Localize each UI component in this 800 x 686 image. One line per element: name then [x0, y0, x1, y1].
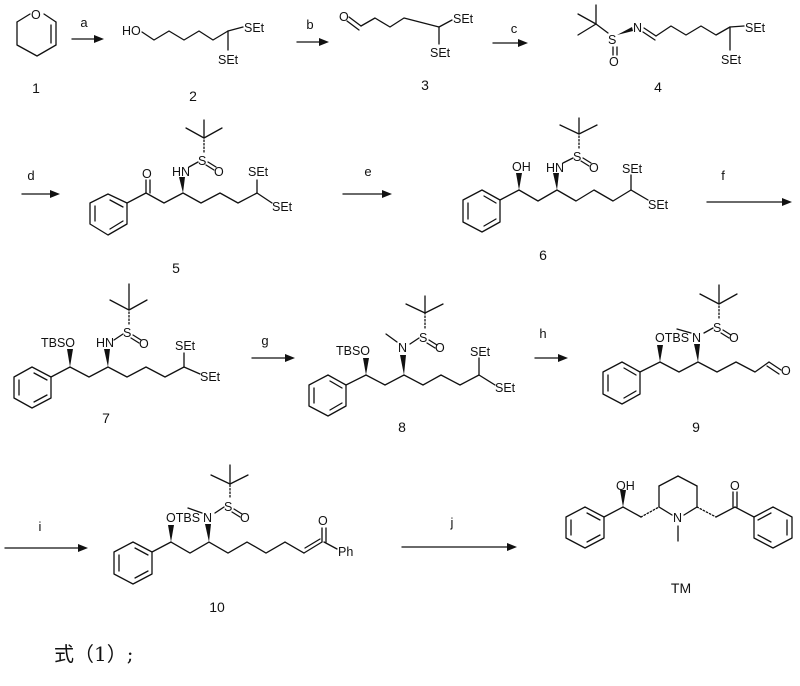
reaction-arrow-j [401, 543, 517, 551]
step-label-d: d [27, 168, 34, 183]
atom-set: SEt [248, 165, 269, 179]
reaction-arrow-d [21, 190, 60, 198]
reaction-arrow-b [296, 38, 329, 46]
atom-set: SEt [721, 53, 742, 67]
compound-8-structure: TBSO N S O SEt SEt [308, 295, 516, 417]
compound-2-structure: HO SEt SEt [122, 21, 265, 67]
reaction-arrow-g [251, 354, 295, 362]
atom-o: O [318, 514, 328, 528]
atom-o: O [730, 479, 740, 493]
compound-label-8: 8 [398, 419, 406, 435]
atom-s: S [224, 500, 232, 514]
step-label-b: b [306, 17, 313, 32]
target-molecule-structure: OH N O [565, 475, 793, 549]
atom-set: SEt [648, 198, 669, 212]
atom-set: SEt [218, 53, 239, 67]
atom-otbs: OTBS [166, 511, 200, 525]
compound-7-structure: TBSO HN S O SEt SEt [13, 283, 221, 409]
compound-label-1: 1 [32, 80, 40, 96]
reaction-arrow-a [71, 35, 104, 43]
atom-set: SEt [622, 162, 643, 176]
compound-4-structure: S N O SEt SEt [577, 4, 766, 69]
atom-set: SEt [175, 339, 196, 353]
atom-o: O [609, 55, 619, 69]
atom-o: O [31, 8, 41, 22]
step-label-c: c [511, 21, 518, 36]
compound-10-structure: OTBS N S O O Ph [113, 464, 353, 585]
atom-set: SEt [430, 46, 451, 60]
compound-label-10: 10 [209, 599, 225, 615]
compound-label-7: 7 [102, 410, 110, 426]
atom-n: N [692, 331, 701, 345]
step-label-j: j [450, 515, 454, 530]
step-label-i: i [39, 519, 42, 534]
atom-oh: OH [512, 160, 531, 174]
reaction-arrow-i [4, 544, 88, 552]
compound-label-9: 9 [692, 419, 700, 435]
atom-set: SEt [244, 21, 265, 35]
compound-3-structure: O SEt SEt [339, 10, 474, 60]
compound-label-2: 2 [189, 88, 197, 104]
compound-1-structure: O [16, 8, 57, 57]
atom-s: S [608, 33, 616, 47]
atom-hn: HN [172, 165, 190, 179]
atom-set: SEt [453, 12, 474, 26]
atom-set: SEt [470, 345, 491, 359]
atom-set: SEt [745, 21, 766, 35]
atom-tbso: TBSO [41, 336, 75, 350]
atom-n: N [633, 21, 642, 35]
compound-label-tm: TM [671, 580, 691, 596]
reaction-arrow-h [534, 354, 568, 362]
compound-label-3: 3 [421, 77, 429, 93]
atom-n: N [673, 511, 682, 525]
atom-o: O [139, 337, 149, 351]
atom-ho: HO [122, 24, 141, 38]
atom-hn: HN [96, 336, 114, 350]
atom-s: S [713, 321, 721, 335]
step-label-h: h [539, 326, 546, 341]
atom-s: S [123, 326, 131, 340]
compound-6-structure: OH HN S O SEt SEt [462, 117, 669, 233]
atom-n: N [398, 341, 407, 355]
atom-o: O [214, 165, 224, 179]
atom-s: S [419, 331, 427, 345]
reaction-arrow-e [342, 190, 392, 198]
step-label-a: a [80, 15, 88, 30]
atom-set: SEt [272, 200, 293, 214]
atom-tbso: TBSO [336, 344, 370, 358]
compound-label-5: 5 [172, 260, 180, 276]
compound-label-4: 4 [654, 79, 662, 95]
atom-o: O [781, 364, 791, 378]
step-label-g: g [261, 333, 268, 348]
step-label-e: e [364, 164, 371, 179]
compound-5-structure: O HN S O SEt SEt [89, 119, 293, 236]
step-label-f: f [721, 168, 725, 183]
atom-n: N [203, 511, 212, 525]
reaction-arrow-c [492, 39, 528, 47]
reaction-arrow-f [706, 198, 792, 206]
atom-oh: OH [616, 479, 635, 493]
atom-s: S [198, 154, 206, 168]
atom-o: O [729, 331, 739, 345]
atom-o: O [589, 161, 599, 175]
formula-caption: 式（1）; [54, 642, 134, 666]
atom-o: O [240, 511, 250, 525]
atom-hn: HN [546, 161, 564, 175]
atom-otbs: OTBS [655, 331, 689, 345]
atom-set: SEt [200, 370, 221, 384]
atom-s: S [573, 150, 581, 164]
atom-o: O [435, 341, 445, 355]
compound-label-6: 6 [539, 247, 547, 263]
compound-9-structure: OTBS N S O O [602, 284, 791, 405]
atom-set: SEt [495, 381, 516, 395]
atom-ph: Ph [338, 545, 353, 559]
atom-o: O [339, 10, 349, 24]
atom-o: O [142, 167, 152, 181]
